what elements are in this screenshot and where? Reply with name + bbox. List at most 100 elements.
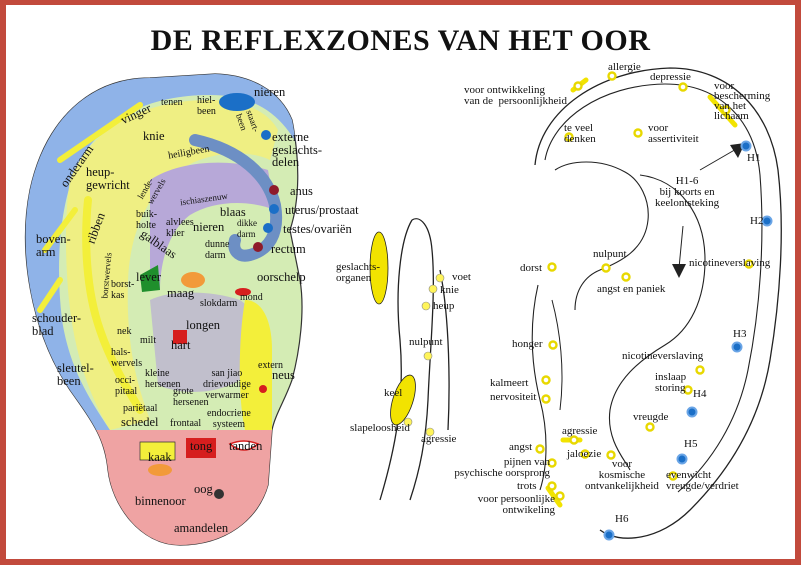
label-jaloezie: jaloezie — [567, 448, 602, 460]
label-parietaal: pariëtaal — [123, 403, 158, 414]
right-ear-concha — [608, 174, 706, 471]
label-oog: oog — [194, 482, 213, 496]
trots-zone — [545, 485, 563, 508]
stomach-organ — [181, 272, 205, 288]
label-pijnen: pijnen van psychische oorsprong — [454, 456, 550, 479]
depressie-point — [678, 82, 688, 92]
label-heup: heup — [433, 300, 455, 312]
assertiviteit-point — [633, 128, 643, 138]
label-voet: voet — [452, 271, 471, 283]
right-ear-tragus — [531, 284, 547, 491]
nicotine2-point — [695, 365, 705, 375]
neus-point — [259, 385, 267, 393]
label-sanjiao: san jiao drievoudige verwarmer — [203, 368, 251, 401]
page-title: DE REFLEXZONES VAN HET OOR — [150, 24, 651, 57]
label-nieren-mid: nieren — [193, 220, 225, 234]
teveeldenken-point — [564, 132, 574, 142]
right-ear-outline — [534, 67, 782, 539]
label-oorschelp: oorschelp — [257, 270, 306, 284]
label-lever: lever — [136, 270, 161, 284]
inner-ear-organ — [148, 464, 172, 476]
genitals-point — [261, 130, 271, 140]
middle-ear-outline — [379, 218, 450, 501]
label-extern: extern — [258, 360, 283, 371]
kalmeert-point — [541, 375, 551, 385]
concha-zone — [150, 162, 275, 290]
anus-point — [269, 185, 279, 195]
h6-point — [603, 529, 615, 541]
label-mond: mond — [240, 292, 263, 303]
label-bovenarm: boven- arm — [36, 232, 71, 259]
label-persoonlijke: voor persoonlijke ontwikeling — [477, 493, 555, 516]
honger-point — [548, 340, 558, 350]
label-trots: trots — [517, 480, 537, 492]
voet-point — [435, 273, 445, 283]
label-ontwikkeling: voor ontwikkeling van de persoonlijkheid — [464, 84, 567, 107]
label-heupgewricht: heup- gewricht — [86, 165, 130, 192]
label-h3: H3 — [733, 328, 747, 340]
label-milt: milt — [140, 335, 157, 346]
angst2-point — [535, 444, 545, 454]
label-sleutelbeen: sleutel- been — [57, 361, 94, 388]
label-agressie-r: agressie — [562, 425, 598, 437]
jaw-bone — [139, 441, 176, 461]
h5-point — [676, 453, 688, 465]
agressie-point — [425, 427, 435, 437]
label-occipitaal: occi- pitaal — [115, 375, 138, 397]
label-bescherming: voor bescherming van het lichaam — [714, 80, 771, 122]
right-ear — [531, 67, 782, 541]
mouth-organ — [235, 288, 251, 296]
label-dorst: dorst — [520, 262, 542, 274]
label-tanden: tanden — [229, 439, 263, 453]
right-ear-antihelix — [554, 161, 649, 311]
label-allergie: allergie — [608, 61, 641, 73]
h1-point — [740, 140, 752, 152]
dorst-point — [547, 262, 557, 272]
heart-organ — [173, 330, 187, 344]
label-assertiviteit: voor assertiviteit — [648, 122, 699, 145]
label-h6: H6 — [615, 513, 629, 525]
trots-point — [547, 481, 557, 491]
label-kosmische: voor kosmische ontvankelijkheid — [585, 458, 659, 492]
label-nulpunt-r: nulpunt — [593, 248, 627, 260]
tongue-organ — [186, 438, 216, 458]
knie-point — [428, 284, 438, 294]
agressie-r-point — [569, 435, 579, 445]
geslachtsorganen-zone — [369, 231, 389, 305]
label-h2: H2 — [750, 215, 764, 227]
label-buikholte: buik- holte — [136, 209, 158, 231]
h3-point — [731, 341, 743, 353]
label-endocriene: endocriene systeem — [207, 408, 251, 430]
ontwikkeling-point — [573, 81, 583, 91]
label-maag: maag — [167, 286, 195, 300]
label-tong: tong — [190, 439, 213, 453]
h4-point — [686, 406, 698, 418]
label-keel: keel — [384, 387, 403, 399]
eye-organ — [214, 489, 224, 499]
nicotine1-point — [744, 259, 754, 269]
label-h5: H5 — [684, 438, 698, 450]
label-nicotine1: nicotineverslaving — [689, 257, 771, 269]
label-nulpunt-mid: nulpunt — [409, 336, 443, 348]
cavum-zone — [150, 292, 257, 392]
kidney-organ — [219, 93, 255, 111]
label-halswervels: hals- wervels — [111, 347, 143, 369]
inslaap-point — [683, 385, 693, 395]
h16-arrowhead — [672, 264, 686, 278]
label-kalmeert: kalmeert nervositeit — [490, 377, 537, 403]
label-teveeldenken: te veel denken — [564, 122, 596, 145]
bescherming-point — [721, 105, 731, 115]
label-dikkedarm: dikke darm — [237, 218, 257, 239]
right-ear-inner — [544, 83, 763, 493]
rectum-point — [253, 242, 263, 252]
label-knie: knie — [143, 129, 165, 143]
label-testes: testes/ovariën — [283, 222, 352, 236]
angst-paniek-point — [621, 272, 631, 282]
label-h16: H1-6 bij koorts en keelontsteking — [655, 175, 720, 209]
label-knie-mid: knie — [440, 284, 459, 296]
testes-point — [263, 223, 273, 233]
label-anus: anus — [290, 184, 313, 198]
evenwicht-point — [668, 471, 678, 481]
inner-fold — [189, 134, 283, 262]
